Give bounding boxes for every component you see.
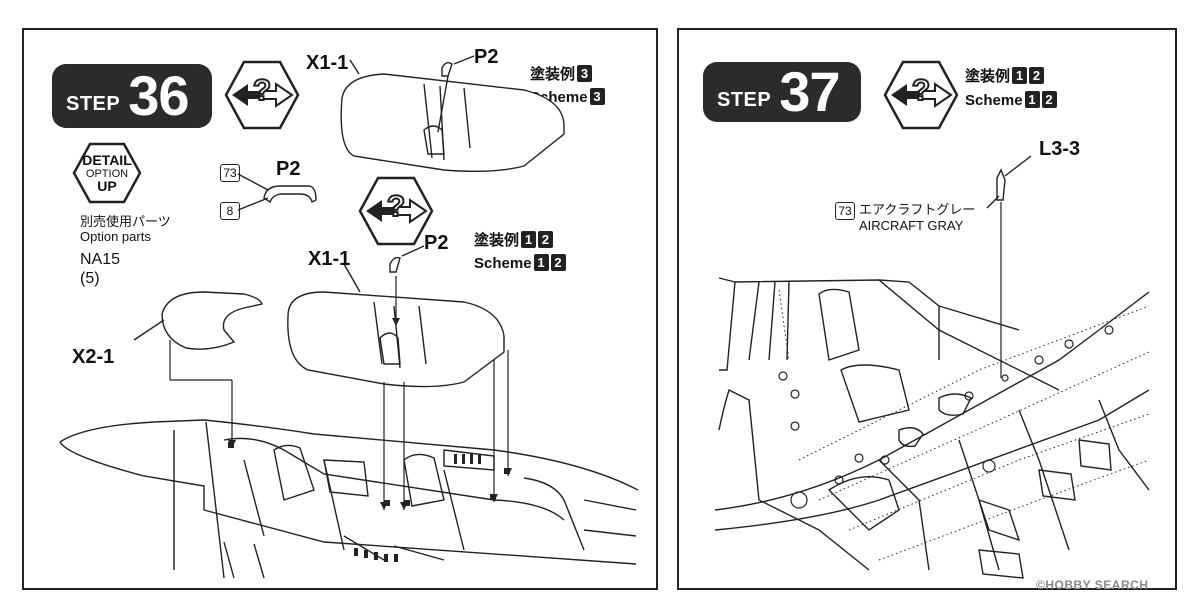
paint-jp: エアクラフトグレー	[859, 202, 976, 217]
part-x2: X2-1	[72, 346, 115, 368]
part-x1-top: X1-1	[306, 52, 349, 74]
option-qty: (5)	[80, 270, 100, 287]
step-37-badge: STEP 37	[703, 62, 861, 122]
scheme-mid-num-1: 1	[521, 231, 537, 248]
step-37-line-art	[714, 155, 1150, 579]
step-number: 36	[128, 64, 189, 127]
step-number: 37	[779, 60, 840, 123]
scheme-num-en-1: 1	[1024, 91, 1040, 108]
scheme-top-jp: 塗装例	[530, 66, 576, 83]
detail-badge-line3: UP	[97, 178, 117, 194]
part-x1-mid: X1-1	[308, 248, 351, 270]
scheme-num-2: 2	[1029, 67, 1045, 84]
scheme-top-num-en: 3	[589, 88, 605, 105]
detail-badge-line1: DETAIL	[82, 152, 132, 168]
step-word: STEP	[717, 88, 772, 111]
scheme-mid-en: Scheme	[474, 255, 532, 272]
part-l3: L3-3	[1039, 138, 1081, 160]
part-p2-mid: P2	[424, 232, 449, 254]
part-p2-top: P2	[474, 46, 499, 68]
detail-badge-line2: OPTION	[85, 168, 129, 180]
scheme-jp: 塗装例	[965, 68, 1011, 85]
svg-text:?: ?	[253, 74, 271, 107]
step-word: STEP	[66, 92, 121, 115]
paint-number-73: 73	[220, 164, 240, 182]
scheme-mid-jp: 塗装例	[474, 232, 520, 249]
paint-number-8: 8	[220, 202, 240, 220]
scheme-num-en-2: 2	[1041, 91, 1057, 108]
scheme-top-num: 3	[577, 65, 593, 82]
svg-text:?: ?	[912, 74, 930, 107]
scheme-num-1: 1	[1012, 67, 1028, 84]
option-parts-jp: 別売使用パーツ	[80, 214, 171, 229]
choice-icon: ?	[883, 60, 959, 130]
paint-en: AIRCRAFT GRAY	[859, 218, 964, 233]
scheme-mid-num-2: 2	[538, 231, 554, 248]
detail-up-badge-icon	[72, 142, 142, 204]
step-36-badge: STEP 36	[52, 64, 212, 128]
paint-number-73: 73	[835, 202, 855, 220]
step-36-panel: STEP 36 ? DETAIL OPTION UP 別売使用パーツ Optio…	[22, 28, 658, 590]
watermark: ©HOBBY SEARCH	[1036, 578, 1149, 592]
step-36-line-art	[59, 55, 639, 579]
scheme-mid-num-en-1: 1	[533, 254, 549, 271]
svg-text:?: ?	[387, 190, 405, 223]
option-code: NA15	[80, 251, 121, 268]
option-parts-en: Option parts	[80, 229, 151, 244]
p2-detail-label: P2	[276, 158, 301, 180]
choice-icon-middle: ?	[358, 176, 434, 246]
scheme-en: Scheme	[965, 92, 1023, 109]
scheme-mid-num-en-2: 2	[550, 254, 566, 271]
choice-icon: ?	[224, 60, 300, 130]
